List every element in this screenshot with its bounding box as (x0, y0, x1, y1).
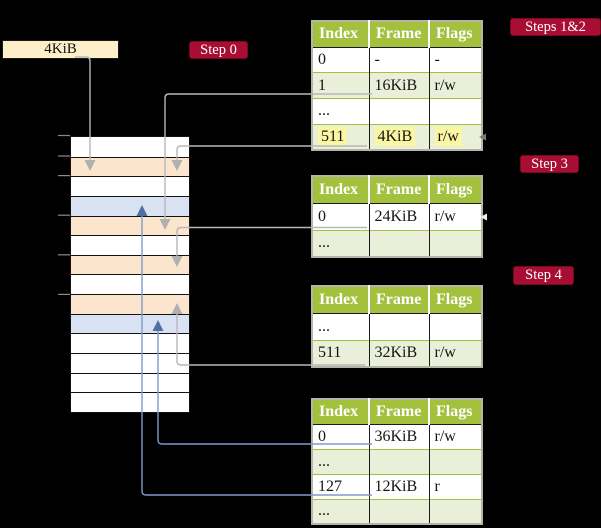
table-cell (368, 313, 429, 340)
memory-row-7-white (71, 274, 189, 295)
table-row: 511 4KiB r/w (312, 123, 482, 151)
memory-row-10-white (71, 333, 189, 354)
table-cell (368, 498, 429, 524)
table-cell: 12KiB (368, 473, 429, 499)
table-cell: ... (312, 229, 369, 257)
table-cell (428, 229, 482, 257)
table-header-frame: Frame (368, 286, 429, 314)
table-cell: r/w (428, 123, 482, 151)
table-cell: 4KiB (368, 123, 429, 151)
memory-row-0-white (71, 137, 189, 157)
table-cell: 0 (312, 424, 369, 449)
memory-row-9-blue (71, 313, 189, 334)
table-cell: 127 (312, 473, 369, 499)
table-cell (428, 313, 482, 340)
step-0-label: Step 0 (189, 41, 248, 59)
memory-row-3-blue (71, 195, 189, 216)
table-cell: ... (312, 313, 369, 340)
table-cell: ... (312, 448, 369, 474)
table-cell: 511 (312, 123, 369, 151)
table-header-flags: Flags (428, 286, 482, 314)
table-cell: ... (312, 98, 369, 125)
table-row: ... (312, 229, 482, 257)
table-header-index: Index (312, 176, 369, 204)
table-cell: 1 (312, 72, 369, 99)
step-3-label: Step 3 (520, 155, 579, 173)
table-header-index: Index (312, 21, 369, 48)
table-cell: - (368, 47, 429, 73)
physical-memory-stack (70, 136, 190, 413)
memory-row-13-white (71, 392, 189, 412)
memory-row-4-peach (71, 215, 189, 236)
table-row: ... (312, 313, 482, 340)
memory-row-11-white (71, 353, 189, 373)
table-cell (428, 448, 482, 474)
table-cell: 16KiB (368, 72, 429, 99)
memory-row-6-peach (71, 254, 189, 275)
table-header-flags: Flags (428, 176, 482, 204)
table-row: 0-- (312, 47, 482, 73)
table-cell: r (428, 473, 482, 499)
cr3-frame-box: 4KiB (2, 40, 119, 59)
table-cell: r/w (428, 72, 482, 99)
highlighted-value: r/w (434, 127, 462, 147)
table-cell: 24KiB (368, 203, 429, 230)
highlighted-value: 511 (318, 127, 348, 147)
table-row: ... (312, 498, 482, 524)
table-cell: 0 (312, 47, 369, 73)
table-cell (368, 229, 429, 257)
table-cell: r/w (428, 339, 482, 367)
table-header-index: Index (312, 286, 369, 314)
table-cell: r/w (428, 203, 482, 230)
table-header-flags: Flags (428, 21, 482, 48)
table-cell (368, 98, 429, 125)
table-cell (428, 498, 482, 524)
table-cell: 32KiB (368, 339, 429, 367)
table-header-frame: Frame (368, 21, 429, 48)
steps-1-2-label: Steps 1&2 (510, 18, 601, 36)
memory-row-2-white (71, 176, 189, 196)
table-cell (368, 448, 429, 474)
table-cell: 0 (312, 203, 369, 230)
step-4-label: Step 4 (513, 266, 574, 285)
memory-row-5-white (71, 235, 189, 255)
table-cell: 511 (312, 339, 369, 367)
table-cell (428, 98, 482, 125)
table-row: ... (312, 448, 482, 474)
table-header-frame: Frame (368, 176, 429, 204)
table-header-flags: Flags (428, 399, 482, 425)
memory-row-1-peach (71, 156, 189, 177)
memory-row-12-white (71, 372, 189, 393)
table-cell: 36KiB (368, 424, 429, 449)
memory-row-8-peach (71, 294, 189, 314)
table-cell: r/w (428, 424, 482, 449)
highlighted-value: 4KiB (374, 127, 416, 147)
table-header-index: Index (312, 399, 369, 425)
table-cell: - (428, 47, 482, 73)
table-header-frame: Frame (368, 399, 429, 425)
table-row: ... (312, 98, 482, 125)
table-cell: ... (312, 498, 369, 524)
